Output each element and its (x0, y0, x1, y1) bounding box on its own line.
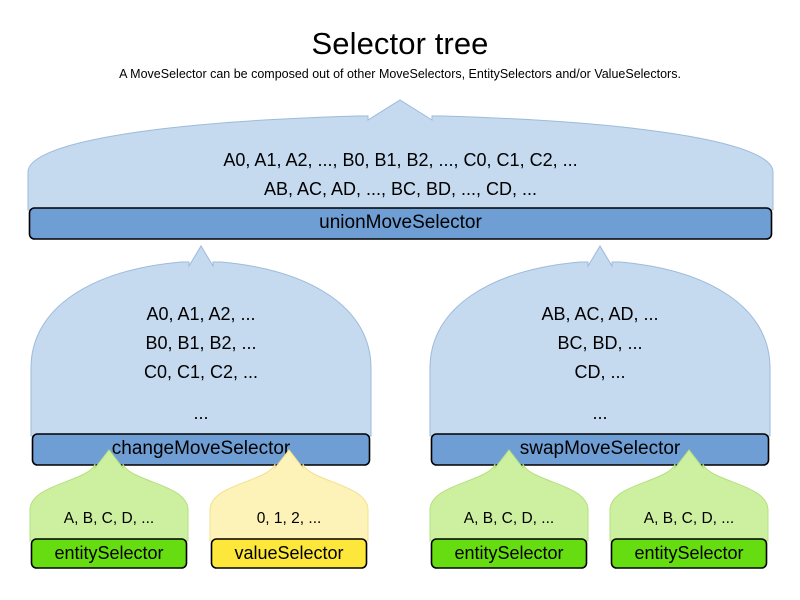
leaf-0-bar (30, 538, 188, 569)
leaf-3-shape (609, 449, 769, 569)
swap-node-shape (429, 245, 771, 466)
node-value-selector-1[interactable]: 0, 1, 2, ... valueSelector (209, 448, 369, 573)
leaf-3-dome-arrow (609, 449, 769, 542)
leaf-0-dome-arrow (29, 449, 189, 542)
leaf-0-shape (29, 449, 189, 569)
page-title: Selector tree (311, 26, 489, 61)
change-node-shape (30, 245, 372, 466)
leaf-1-bar (210, 538, 368, 569)
node-entity-selector-3[interactable]: A, B, C, D, ... entitySelector (609, 448, 769, 573)
leaf-3-bar (610, 538, 768, 569)
node-union-move-selector[interactable]: A0, A1, A2, ..., B0, B1, B2, ..., C0, C1… (27, 98, 774, 242)
swap-dome-arrow (429, 245, 771, 437)
change-dome-arrow (30, 245, 372, 437)
node-change-move-selector[interactable]: A0, A1, A2, ... B0, B1, B2, ... C0, C1, … (30, 244, 372, 468)
node-swap-move-selector[interactable]: AB, AC, AD, ... BC, BD, ... CD, ... ... … (429, 244, 771, 468)
leaf-1-shape (209, 449, 369, 569)
leaf-2-dome-arrow (429, 449, 589, 542)
node-entity-selector-1[interactable]: A, B, C, D, ... entitySelector (29, 448, 189, 573)
union-dome-arrow (27, 99, 774, 211)
node-entity-selector-2[interactable]: A, B, C, D, ... entitySelector (429, 448, 589, 573)
leaf-2-bar (430, 538, 588, 569)
page-subtitle: A MoveSelector can be composed out of ot… (119, 67, 681, 81)
union-node-shape (27, 99, 774, 240)
leaf-2-shape (429, 449, 589, 569)
union-bar (28, 207, 773, 240)
leaf-1-dome-arrow (209, 449, 369, 542)
